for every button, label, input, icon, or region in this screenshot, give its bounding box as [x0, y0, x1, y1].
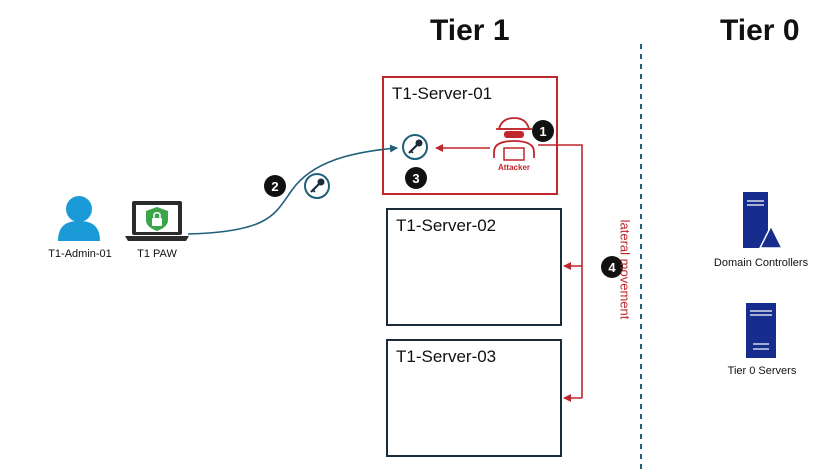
tier0-servers-label: Tier 0 Servers: [727, 365, 797, 377]
lateral-movement-label: lateral movement: [617, 219, 633, 320]
paw-label: T1 PAW: [137, 248, 177, 260]
step-badge-3: 3: [405, 167, 427, 189]
server-label: T1-Server-03: [396, 347, 497, 366]
attacker-label: Attacker: [497, 163, 530, 172]
step-badge-1: 1: [532, 120, 554, 142]
domain-controllers-label: Domain Controllers: [713, 257, 809, 269]
tier0-title: Tier 0: [720, 14, 800, 47]
server-box-t1-server-02: T1-Server-02: [386, 208, 562, 326]
server-label: T1-Server-01: [392, 84, 493, 103]
admin-label: T1-Admin-01: [48, 248, 112, 260]
credential-path: [187, 144, 398, 235]
lateral-path: [538, 144, 583, 398]
step-badge-2: 2: [264, 175, 286, 197]
tier1-title: Tier 1: [430, 14, 510, 47]
server-box-t1-server-03: T1-Server-03: [386, 339, 562, 457]
server-label: T1-Server-02: [396, 216, 497, 235]
server-box-t1-server-01: T1-Server-01: [382, 76, 558, 195]
step-badge-4: 4: [601, 256, 623, 278]
